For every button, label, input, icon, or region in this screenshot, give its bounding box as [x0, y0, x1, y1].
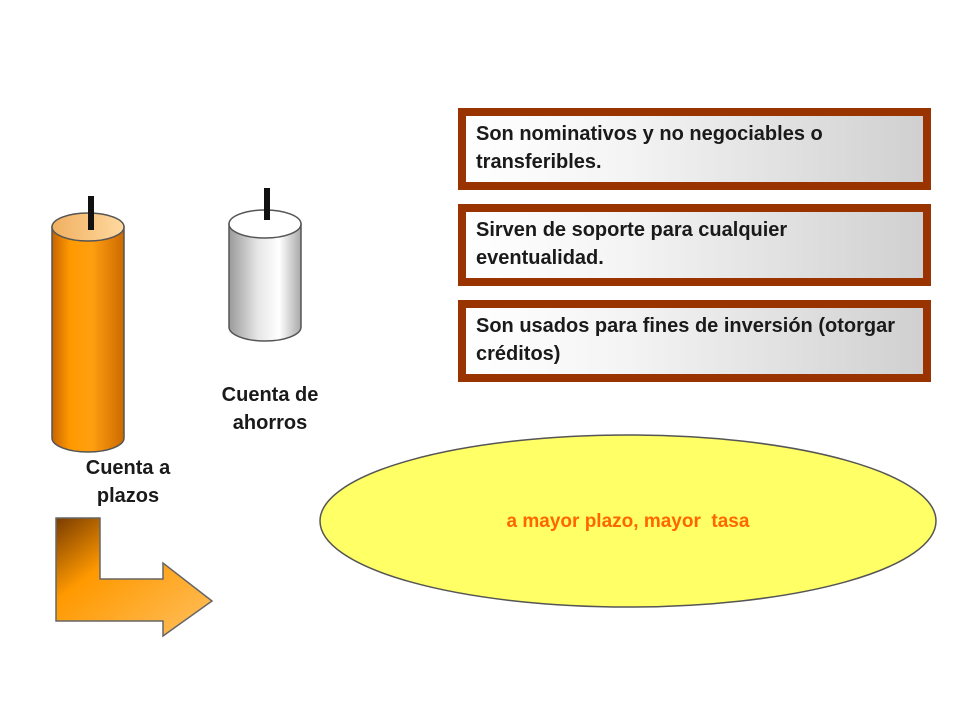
savings-account-label: Cuenta de ahorros: [221, 384, 319, 434]
term-account-label: Cuenta a plazos: [85, 457, 171, 507]
feature-text: Son usados para fines de inversión (otor…: [476, 315, 895, 365]
orange-cylinder-icon: [51, 196, 125, 453]
gray-cylinder-icon: [228, 188, 302, 342]
ellipse-text: a mayor plazo, mayor tasa: [506, 511, 750, 532]
highlight-ellipse: [319, 434, 937, 608]
bent-arrow-icon: [55, 517, 214, 638]
feature-box-investment: Son usados para fines de inversión (otor…: [458, 300, 931, 382]
feature-text: Son nominativos y no negociables o trans…: [476, 123, 823, 173]
feature-text: Sirven de soporte para cualquier eventua…: [476, 219, 788, 269]
feature-box-support: Sirven de soporte para cualquier eventua…: [458, 204, 931, 286]
feature-box-nominative: Son nominativos y no negociables o trans…: [458, 108, 931, 190]
